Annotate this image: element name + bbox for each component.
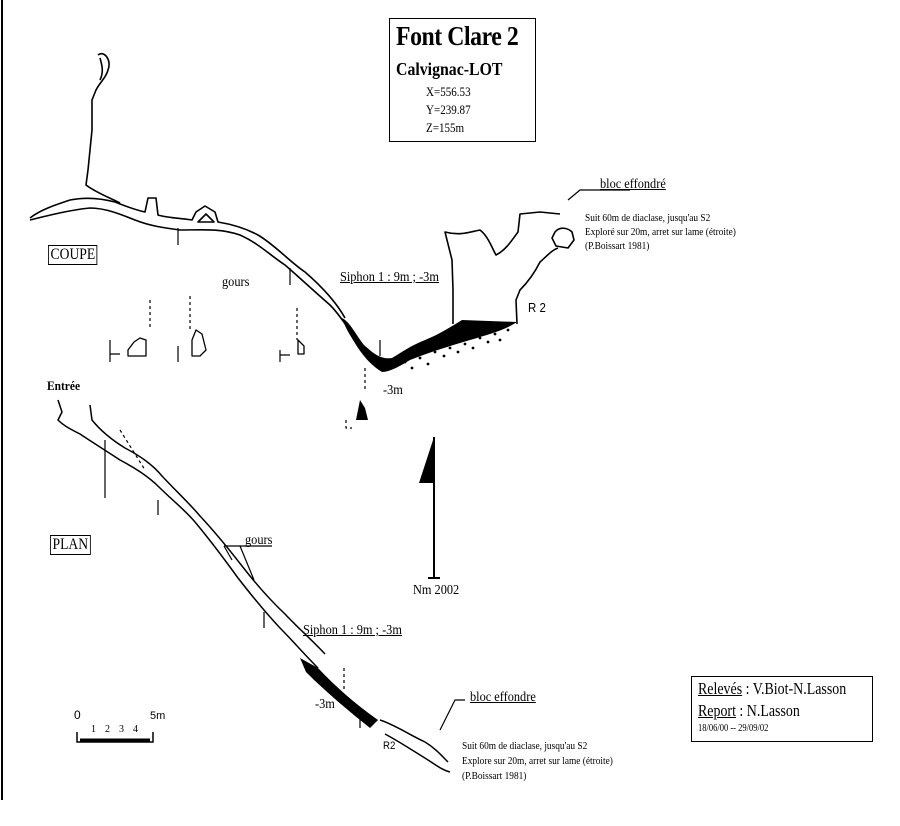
credit-releves: Relevés : V.Biot-N.Lasson: [698, 679, 846, 699]
plan-bloc-leader: [439, 699, 465, 731]
plan-siphon-label: Siphon 1 : 9m ; -3m: [303, 623, 402, 638]
coupe-sump-bottom: [356, 400, 368, 420]
plan-dashed-marks: [119, 429, 345, 690]
coupe-sediment-dots: [403, 328, 510, 370]
section-label-plan: PLAN: [50, 535, 91, 555]
coupe-siphon-water: [342, 318, 517, 372]
coupe-passage-lower: [29, 207, 351, 331]
credits-box: Relevés : V.Biot-N.Lasson Report : N.Las…: [691, 676, 873, 742]
plan-note-line-2: Explore sur 20m, arret sur lame (étroite…: [462, 755, 613, 767]
plan-bloc-label: bloc effondre: [470, 690, 536, 705]
title-cartouche: Font Clare 2 Calvignac-LOT X=556.53 Y=23…: [389, 18, 536, 142]
plan-r2-label: R2: [383, 740, 396, 752]
section-mark-1: [109, 340, 120, 362]
section-mark-3: [279, 268, 291, 362]
scale-end-label: 5m: [150, 710, 166, 722]
scale-start-label: 0: [74, 708, 81, 722]
coupe-arch: [197, 213, 215, 223]
coordinate-x: X=556.53: [426, 84, 471, 99]
report-value: : N.Lasson: [735, 701, 800, 720]
north-arrow-label: Nm 2002: [413, 583, 460, 598]
coupe-r2-label: R 2: [528, 300, 546, 315]
scale-tick-2: 2: [105, 724, 110, 735]
plan-note-line-1: Suit 60m de diaclase, jusqu'au S2: [462, 740, 588, 752]
coordinate-z: Z=155m: [426, 120, 465, 135]
section-mark-4: [149, 296, 298, 340]
scale-tick-4: 4: [133, 724, 138, 735]
coupe-note-line-2: Exploré sur 20m, arret sur lame (étroite…: [585, 226, 736, 238]
coupe-chimney-inner: [99, 57, 104, 81]
coupe-chimney: [85, 52, 121, 204]
scale-tick-1: 1: [91, 724, 96, 735]
coupe-gours-label: gours: [222, 275, 250, 290]
plan-section-marks: [104, 440, 361, 728]
section-shape-1: [127, 337, 147, 357]
plan-note-line-3: (P.Boissart 1981): [462, 770, 527, 782]
section-shape-3: [297, 339, 305, 355]
section-label-coupe: COUPE: [48, 245, 98, 265]
credit-dates: 18/06/00 -- 29/09/02: [698, 723, 769, 734]
scale-tick-3: 3: [119, 724, 124, 735]
cave-name: Font Clare 2: [396, 21, 519, 51]
plan-depth-label: -3m: [315, 697, 335, 712]
plan-gours-leader: [223, 545, 272, 581]
plan-entree-label: Entrée: [47, 378, 81, 393]
report-label: Report: [698, 701, 736, 720]
plan-gours-label: gours: [245, 533, 273, 548]
page-border-left: [1, 0, 3, 800]
coupe-depth-label: -3m: [383, 383, 403, 398]
releves-value: : V.Biot-N.Lasson: [742, 679, 847, 698]
coupe-bloc: [551, 227, 575, 249]
plan-downstream: [379, 719, 451, 773]
section-shape-2: [191, 329, 207, 357]
coupe-bloc-leader: [567, 189, 630, 201]
plan-siphon-water: [300, 658, 378, 728]
coupe-shaft-left: [444, 211, 561, 324]
section-mark-5: [345, 368, 366, 429]
coupe-note-line-1: Suit 60m de diaclase, jusqu'au S2: [585, 212, 711, 224]
credit-report: Report : N.Lasson: [698, 701, 800, 721]
cave-location: Calvignac-LOT: [396, 59, 503, 79]
coupe-note-line-3: (P.Boissart 1981): [585, 240, 650, 252]
coupe-passage-upper: [29, 197, 346, 319]
releves-label: Relevés: [698, 679, 743, 698]
plan-entrance: [57, 399, 319, 669]
coupe-siphon-label: Siphon 1 : 9m ; -3m: [340, 270, 439, 285]
scale-bar-graphic: [76, 732, 154, 743]
coordinate-y: Y=239.87: [426, 102, 471, 117]
coupe-shaft-right: [515, 247, 559, 325]
coupe-bloc-label: bloc effondré: [600, 177, 666, 192]
north-arrow-head: [419, 437, 434, 483]
plan-wall-2: [89, 404, 326, 655]
